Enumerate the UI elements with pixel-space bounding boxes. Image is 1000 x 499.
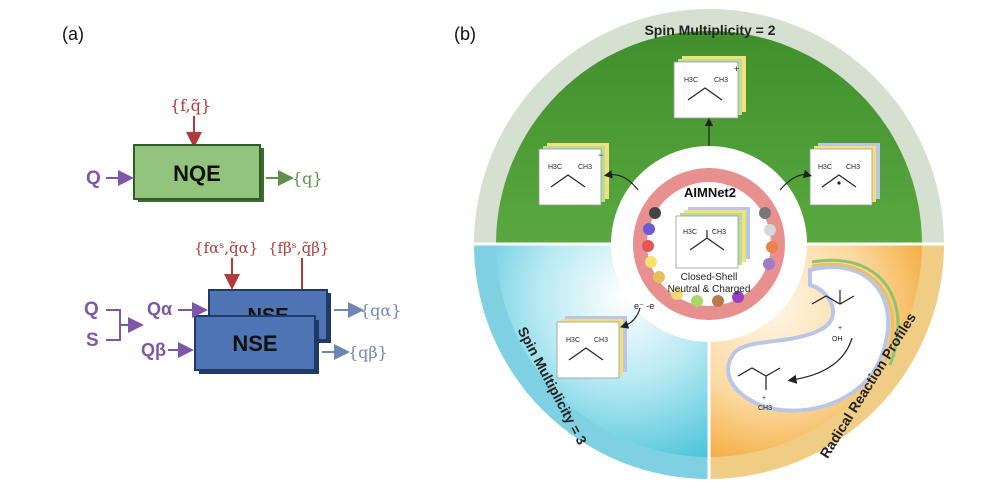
element-badge bbox=[766, 241, 778, 253]
circular-diagram: Spin Multiplicity = 2 Spin Multiplicity … bbox=[474, 9, 944, 479]
element-badge bbox=[642, 240, 654, 252]
mol-bonds bbox=[689, 230, 725, 251]
nqe-input-q: Q bbox=[86, 168, 101, 189]
nse-f-alpha-label: {fαˢ,q̃α} bbox=[194, 239, 258, 257]
arrow-right-label: −H bbox=[764, 178, 777, 189]
plus-sign: + bbox=[838, 325, 842, 332]
mol-ch3: CH3 bbox=[578, 164, 592, 171]
oh-label: OH bbox=[832, 336, 843, 343]
reaction-curve-yellow bbox=[811, 262, 895, 365]
nqe-box bbox=[133, 144, 261, 200]
center-title: AIMNet2 bbox=[684, 185, 736, 200]
element-badge bbox=[764, 224, 776, 236]
arrow-bottom bbox=[620, 307, 641, 329]
element-badge bbox=[649, 207, 661, 219]
center-sub1: Closed-Shell bbox=[681, 272, 738, 283]
panel-b-label: (b) bbox=[454, 24, 476, 44]
nqe-box-label: NQE bbox=[173, 161, 221, 186]
nse-out-beta: {qβ} bbox=[348, 343, 388, 362]
nse-box-front-label: NSE bbox=[232, 331, 277, 356]
element-badge bbox=[763, 258, 775, 270]
outer-label-top: Spin Multiplicity = 2 bbox=[644, 22, 775, 38]
radical-card: H3C CH3 bbox=[809, 143, 880, 206]
nse-out-alpha: {qα} bbox=[360, 301, 401, 320]
element-badge bbox=[732, 291, 744, 303]
charge-minus: − bbox=[598, 150, 603, 160]
nqe-features-label: {f,q̃} bbox=[170, 96, 211, 115]
mol-ch3: CH3 bbox=[712, 229, 726, 236]
element-badge bbox=[759, 207, 771, 219]
mol-ch3: CH3 bbox=[846, 164, 860, 171]
element-badge bbox=[691, 295, 703, 307]
reaction-arrow bbox=[787, 337, 853, 384]
reaction-molecules: + OH + CH3 bbox=[737, 290, 855, 412]
reaction-curve-green bbox=[811, 258, 900, 366]
ch3-label: CH3 bbox=[758, 405, 772, 412]
nse-q-beta: Qβ bbox=[141, 340, 166, 360]
card-front bbox=[673, 61, 739, 119]
nse-q-alpha: Qα bbox=[147, 299, 172, 319]
mol-h3c: H3C bbox=[818, 164, 832, 171]
arrow-bottom-label: e⁻ -e bbox=[634, 301, 654, 311]
element-badges bbox=[642, 207, 778, 307]
element-badge bbox=[671, 288, 683, 300]
anion-card: H3C CH3 − bbox=[538, 143, 609, 206]
mol-h3c: H3C bbox=[548, 164, 562, 171]
mol-ch3: CH3 bbox=[594, 337, 608, 344]
mol-bonds bbox=[737, 367, 781, 390]
charge-plus: + bbox=[734, 64, 739, 74]
plus-sign: + bbox=[762, 395, 766, 402]
mol-h3c: H3C bbox=[683, 229, 697, 236]
arrow-top-label: −e bbox=[703, 152, 715, 163]
element-badge bbox=[712, 295, 724, 307]
nse-box-front bbox=[194, 315, 316, 371]
panel-a-label: (a) bbox=[62, 24, 84, 44]
card-front bbox=[675, 215, 739, 269]
radical-dot bbox=[837, 181, 841, 185]
mol-bonds bbox=[568, 347, 604, 361]
nqe-output-q: {q} bbox=[292, 169, 323, 188]
mol-bonds bbox=[550, 174, 586, 188]
cation-card: H3C CH3 + bbox=[673, 56, 746, 119]
nse-input-bracket bbox=[106, 309, 132, 341]
nse-input-q: Q bbox=[84, 299, 99, 320]
mol-bonds bbox=[811, 290, 855, 305]
element-badge bbox=[643, 223, 655, 235]
center-molecule-card: H3C CH3 bbox=[675, 207, 750, 269]
mol-h3c: H3C bbox=[566, 337, 580, 344]
arrow-left-label: +e⁻ bbox=[636, 178, 653, 189]
element-badge bbox=[645, 256, 657, 268]
triplet-card: H3C CH3 bbox=[556, 316, 627, 379]
element-badge bbox=[653, 271, 665, 283]
arrow-left bbox=[603, 170, 639, 191]
mol-ch3: CH3 bbox=[714, 77, 728, 84]
arrow-right bbox=[779, 169, 813, 191]
nqe-block: {f,q̃} NQE Q {q} bbox=[86, 96, 323, 202]
mol-h3c: H3C bbox=[684, 77, 698, 84]
mol-bonds bbox=[687, 87, 723, 101]
nse-input-s: S bbox=[86, 330, 99, 351]
nse-f-beta-label: {fβˢ,q̃β} bbox=[268, 239, 329, 257]
mol-bonds bbox=[821, 174, 857, 188]
center-sub2: Neutral & Charged bbox=[668, 284, 751, 295]
nse-block: {fαˢ,q̃α} {fβˢ,q̃β} NSE NSE Q S Qα Qβ {q… bbox=[84, 239, 401, 374]
